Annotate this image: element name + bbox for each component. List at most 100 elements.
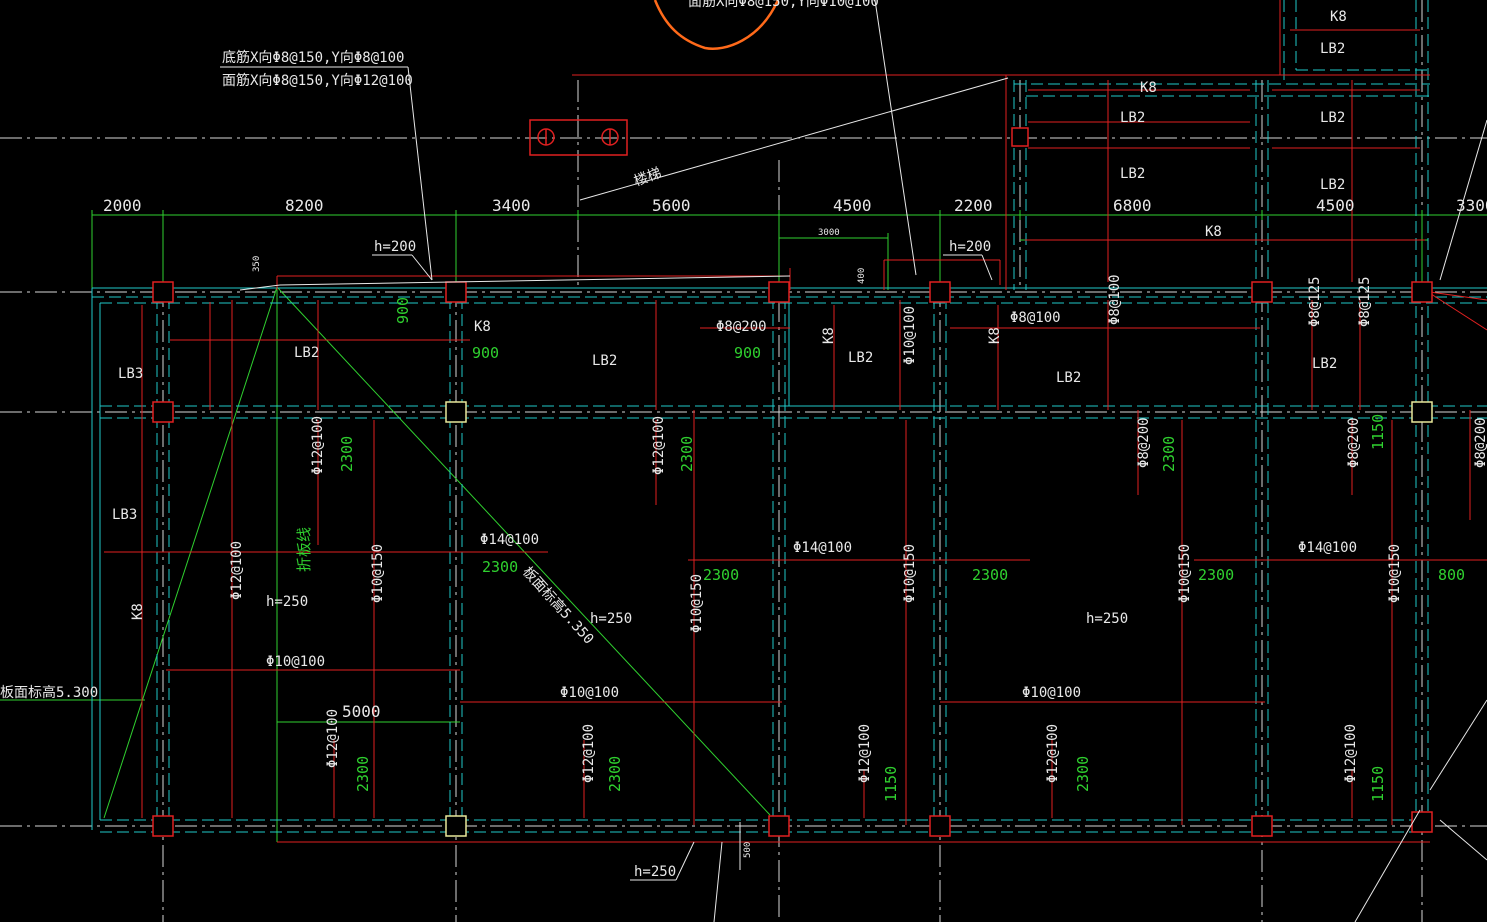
label-k8-top3: K8 <box>1205 224 1222 240</box>
label-lb2-top5: LB2 <box>1320 177 1345 193</box>
extent-2300b: 2300 <box>678 436 696 472</box>
dim-2200: 2200 <box>954 196 993 215</box>
rebar-f8-125b: Φ8@125 <box>1357 276 1373 327</box>
dim-400: 400 <box>857 268 867 284</box>
dim-3300: 3300 <box>1456 196 1487 215</box>
leader-lines <box>220 0 1487 922</box>
rebar-f10-100c: Φ10@100 <box>1022 685 1081 701</box>
dim-5600: 5600 <box>652 196 691 215</box>
dimension-line <box>0 210 1487 842</box>
rebar-f8-200d: Φ8@200 <box>1473 417 1487 468</box>
stair-outline <box>653 0 780 50</box>
extent-2300h: 2300 <box>354 756 372 792</box>
extent-2300j: 2300 <box>1074 756 1092 792</box>
rebar-f10-100v: Φ10@100 <box>902 306 918 365</box>
rebar-f12-100c: Φ12@100 <box>229 541 245 600</box>
thickness-h200b: h=200 <box>949 239 991 255</box>
label-lb2-r1e: LB2 <box>1312 356 1337 372</box>
label-lb3-a: LB3 <box>118 366 143 382</box>
rebar-f8-200b: Φ8@200 <box>1136 417 1152 468</box>
stair-symbol-icon <box>529 119 628 156</box>
extent-900b: 900 <box>472 344 499 362</box>
extent-1150a: 1150 <box>1369 414 1387 450</box>
rebar-f14-100b: Φ14@100 <box>793 540 852 556</box>
rebar-f10-150d: Φ10@150 <box>1177 544 1193 603</box>
extent-800: 800 <box>1438 566 1465 584</box>
rebar-f10-100b: Φ10@100 <box>560 685 619 701</box>
extent-2300f: 2300 <box>972 566 1008 584</box>
columns <box>152 127 1433 837</box>
rebar-f12-100a: Φ12@100 <box>310 416 326 475</box>
rebar-f10-150a: Φ10@150 <box>370 544 386 603</box>
extent-2300a: 2300 <box>338 436 356 472</box>
label-lb2-top4: LB2 <box>1120 166 1145 182</box>
rebar-f10-150b: Φ10@150 <box>689 574 705 633</box>
rebar-f14-100a: Φ14@100 <box>480 532 539 548</box>
rebar-f8-100v: Φ8@100 <box>1107 274 1123 325</box>
dim-8200: 8200 <box>285 196 324 215</box>
label-lb2-top1: LB2 <box>1320 41 1345 57</box>
dim-350: 350 <box>252 256 262 272</box>
rebar-f14-100c: Φ14@100 <box>1298 540 1357 556</box>
label-lb2-top2: LB2 <box>1120 110 1145 126</box>
dim-2000: 2000 <box>103 196 142 215</box>
rebar-f12-100b: Φ12@100 <box>651 416 667 475</box>
rebar-f12-100h: Φ12@100 <box>1343 724 1359 783</box>
thickness-h250c: h=250 <box>1086 611 1128 627</box>
extent-2300i: 2300 <box>606 756 624 792</box>
columns-highlighted <box>445 401 1433 837</box>
rebar-f8-125a: Φ8@125 <box>1307 276 1323 327</box>
note-bottom-bars: 底筋X向Φ8@150,Y向Φ8@100 <box>222 49 404 66</box>
extent-900a: 900 <box>394 297 412 324</box>
rebar-f10-150c: Φ10@150 <box>902 544 918 603</box>
note-top-partial: 面筋X向Φ8@150,Y向Φ10@100 <box>688 0 879 10</box>
thickness-h250d: h=250 <box>634 864 676 880</box>
rebar-f10-150e: Φ10@150 <box>1387 544 1403 603</box>
thickness-h250a: h=250 <box>266 594 308 610</box>
extent-1150c: 1150 <box>1369 766 1387 802</box>
rebar-f8-100a: Φ8@100 <box>1010 310 1061 326</box>
label-k8-r1c: K8 <box>987 327 1003 344</box>
note-elev-diag: 板面标高5.350 <box>519 563 597 647</box>
rebar-f12-100f: Φ12@100 <box>857 724 873 783</box>
dim-4500b: 4500 <box>1316 196 1355 215</box>
rebar-lines <box>104 0 1487 843</box>
extent-2300c: 2300 <box>1160 436 1178 472</box>
rebar-f8-200c: Φ8@200 <box>1346 417 1362 468</box>
thickness-h250b: h=250 <box>590 611 632 627</box>
thickness-h200a: h=200 <box>374 239 416 255</box>
note-elev-left: 板面标高5.300 <box>0 684 98 701</box>
beam-lines <box>92 0 1487 833</box>
label-lb3-b: LB3 <box>112 507 137 523</box>
extent-2300e: 2300 <box>703 566 739 584</box>
note-stair: 楼梯 <box>632 165 664 190</box>
dim-3400: 3400 <box>492 196 531 215</box>
rebar-f12-100d: Φ12@100 <box>325 709 341 768</box>
dim-6800: 6800 <box>1113 196 1152 215</box>
label-k8-top2: K8 <box>1140 80 1157 96</box>
note-fold-line: 折板线 <box>295 527 313 572</box>
rebar-f8-200: Φ8@200 <box>716 319 767 335</box>
label-k8-r1a: K8 <box>474 319 491 335</box>
label-k8-r1b: K8 <box>821 327 837 344</box>
note-top-bars: 面筋X向Φ8@150,Y向Φ12@100 <box>222 72 413 89</box>
rebar-f12-100g: Φ12@100 <box>1045 724 1061 783</box>
rebar-f12-100e: Φ12@100 <box>581 724 597 783</box>
extent-2300g: 2300 <box>1198 566 1234 584</box>
extent-1150b: 1150 <box>882 766 900 802</box>
label-lb2-r1d: LB2 <box>1056 370 1081 386</box>
width-5000: 5000 <box>342 702 381 721</box>
label-k8-left: K8 <box>130 603 146 620</box>
label-lb2-r1b: LB2 <box>592 353 617 369</box>
rebar-f10-100a: Φ10@100 <box>266 654 325 670</box>
label-lb2-r1c: LB2 <box>848 350 873 366</box>
dim-4500a: 4500 <box>833 196 872 215</box>
extent-2300d: 2300 <box>482 558 518 576</box>
dim-500: 500 <box>743 842 753 858</box>
label-k8-top1: K8 <box>1330 9 1347 25</box>
dim-3000: 3000 <box>818 228 840 238</box>
extent-900c: 900 <box>734 344 761 362</box>
label-lb2-top3: LB2 <box>1320 110 1345 126</box>
